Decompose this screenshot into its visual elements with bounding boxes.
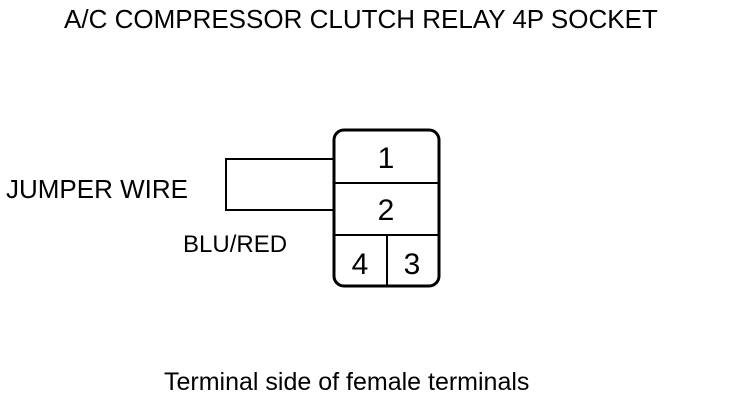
terminal-4: 4 [352, 248, 369, 281]
jumper-wire [225, 158, 335, 211]
terminal-1: 1 [378, 142, 395, 175]
diagram-title: A/C COMPRESSOR CLUTCH RELAY 4P SOCKET [64, 4, 658, 34]
diagram-caption: Terminal side of female terminals [164, 368, 530, 396]
jumper-wire-label: JUMPER WIRE [6, 174, 188, 204]
terminal-3: 3 [404, 248, 421, 281]
terminal-2: 2 [378, 194, 395, 227]
wire-color-label: BLU/RED [183, 231, 288, 258]
